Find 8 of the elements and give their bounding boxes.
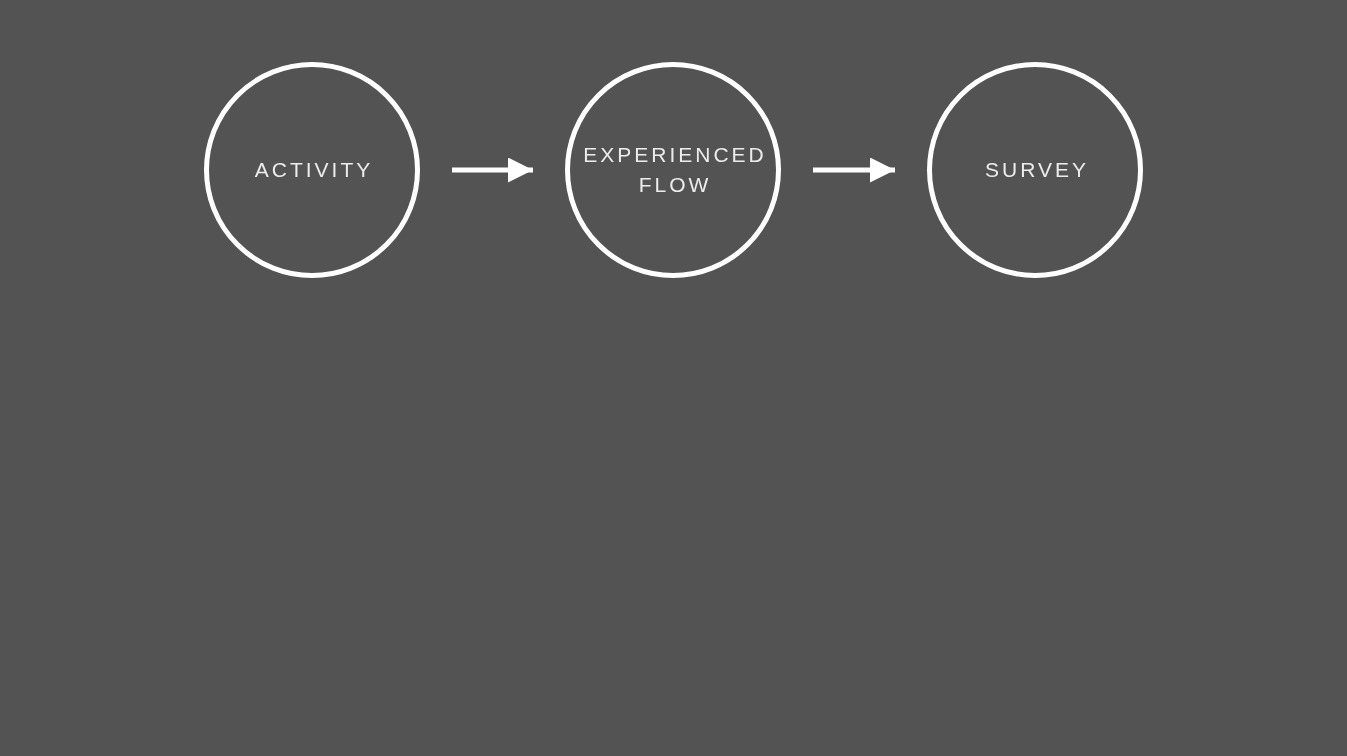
arrow xyxy=(452,157,533,183)
circle-node xyxy=(204,62,420,278)
arrow xyxy=(813,157,895,183)
circle-node xyxy=(565,62,781,278)
circle-node xyxy=(927,62,1143,278)
node-label: ACTIVITY xyxy=(253,157,375,183)
node-label: SURVEY xyxy=(984,157,1090,183)
node-label: EXPERIENCED FLOW xyxy=(583,142,767,198)
